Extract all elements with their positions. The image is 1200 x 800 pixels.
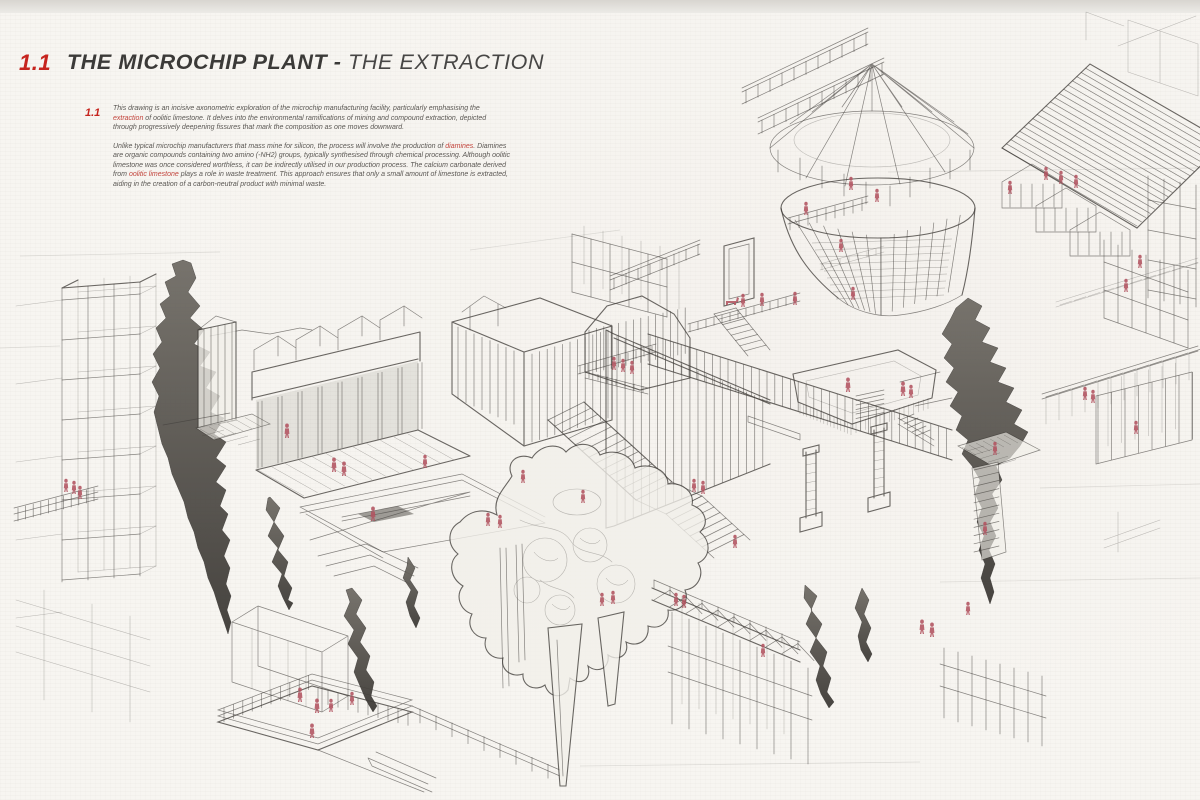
right-fissure [899, 297, 1041, 605]
cooling-tower [769, 63, 976, 317]
intro-paragraph-1: This drawing is an incisive axonometric … [113, 105, 487, 132]
intro-block: 1.1 This drawing is an incisive axonomet… [85, 104, 510, 198]
page-title-primary: THE MICROCHIP PLANT - [67, 50, 349, 74]
colonnade-building [251, 305, 471, 499]
gable-roof-structure [1001, 63, 1200, 349]
courtyard-structure [747, 349, 937, 533]
intro-text: This drawing is an incisive axonometric … [113, 104, 510, 189]
page-title-secondary: THE EXTRACTION [348, 50, 545, 74]
left-fissure [151, 259, 313, 635]
bottom-left-platforms [15, 496, 561, 793]
section-number: 1.1 [19, 50, 52, 75]
paper-edge-shadow [0, 0, 1200, 13]
construction-lines [0, 167, 1200, 767]
truss-walkway [651, 579, 873, 765]
intro-marker: 1.1 [85, 107, 101, 119]
left-scaffold-tower [15, 273, 157, 619]
page-title: THE MICROCHIP PLANT - THE EXTRACTION [67, 50, 545, 74]
top-railings [609, 27, 885, 291]
rock-formation [449, 443, 709, 787]
intro-paragraph-2: Unlike typical microchip manufacturers t… [113, 142, 511, 188]
right-scaffolds [939, 11, 1200, 747]
